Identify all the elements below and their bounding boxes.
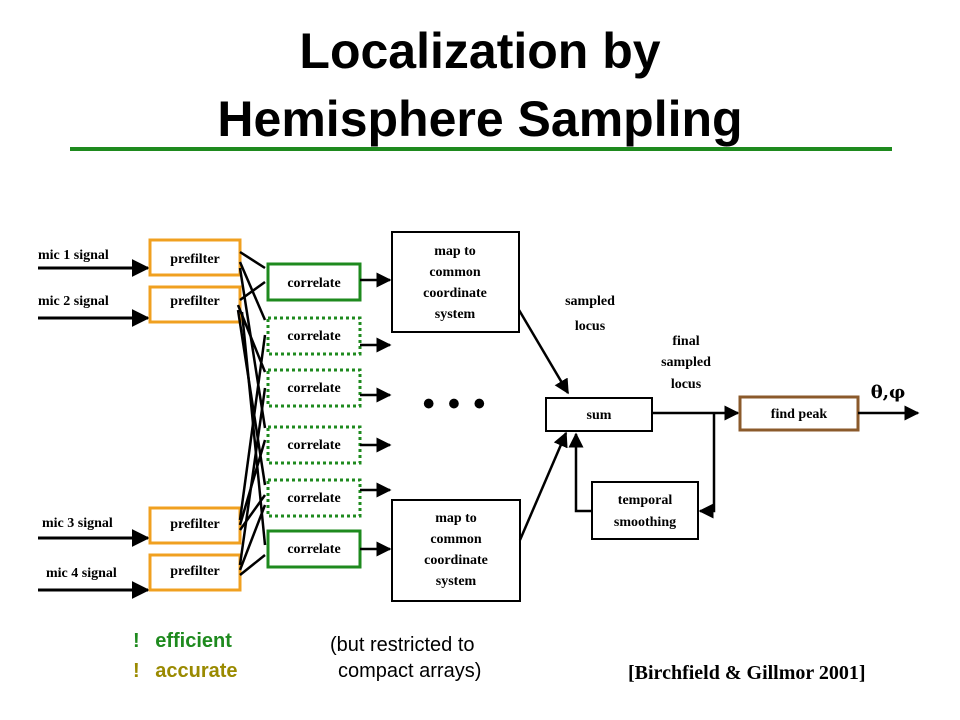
sum-label: sum: [587, 408, 612, 423]
correlate-label-5: correlate: [287, 491, 340, 506]
correlate-box-2: correlate: [266, 316, 362, 356]
final-locus-line-2: sampled: [661, 355, 711, 370]
temporal-smoothing-box: temporal smoothing: [591, 481, 699, 540]
title-rule: [70, 147, 892, 151]
correlate-output-arrows: [360, 272, 392, 557]
mic-3-label: mic 3 signal: [42, 516, 113, 531]
prefilter-label-4: prefilter: [170, 564, 220, 579]
map-box-top: map to common coordinate system: [391, 231, 520, 333]
map-top-line-2: common: [429, 265, 481, 280]
restriction-line-2: compact arrays): [338, 660, 482, 682]
prefilter-box-2: prefilter: [148, 285, 242, 324]
final-locus-line-3: locus: [671, 377, 702, 392]
bullet-mark-2: !: [133, 660, 140, 682]
map-top-line-4: system: [435, 307, 476, 322]
correlate-label-3: correlate: [287, 381, 340, 396]
temporal-smoothing-line-1: temporal: [618, 493, 673, 508]
mic-4-label: mic 4 signal: [46, 566, 117, 581]
citation: [Birchfield & Gillmor 2001]: [628, 662, 866, 684]
temporal-smoothing-line-2: smoothing: [614, 515, 676, 530]
correlate-label-2: correlate: [287, 329, 340, 344]
output-theta-phi-label: θ,φ: [871, 382, 906, 403]
map-box-bottom: map to common coordinate system: [391, 499, 521, 602]
correlate-box-4: correlate: [266, 425, 362, 465]
prefilter-box-1: prefilter: [148, 238, 242, 277]
ellipsis: • • •: [423, 385, 488, 423]
correlate-box-6: correlate: [266, 529, 362, 569]
title-line-1: Localization by: [299, 23, 661, 79]
find-peak-label: find peak: [771, 407, 828, 422]
correlate-box-3: correlate: [266, 368, 362, 408]
prefilter-box-3: prefilter: [148, 506, 242, 545]
prefilter-box-4: prefilter: [148, 553, 242, 592]
prefilter-label-2: prefilter: [170, 294, 220, 309]
title-line-2: Hemisphere Sampling: [217, 91, 743, 147]
bullet-accurate: ! accurate: [133, 660, 238, 683]
sampled-locus-line-2: locus: [575, 319, 606, 334]
feedback-to-smoothing-arrow: [698, 413, 716, 519]
map-top-line-1: map to: [434, 244, 476, 259]
mic-1-label: mic 1 signal: [38, 248, 109, 263]
map-top-line-3: coordinate: [423, 286, 487, 301]
prefilter-to-correlate-connections: [236, 250, 267, 576]
map-bottom-line-1: map to: [435, 511, 477, 526]
mic-2-label: mic 2 signal: [38, 294, 109, 309]
map-top-to-sum-arrow: [517, 309, 570, 395]
map-bottom-line-2: common: [430, 532, 482, 547]
correlate-label-4: correlate: [287, 438, 340, 453]
sum-box: sum: [545, 397, 653, 432]
prefilter-label-3: prefilter: [170, 517, 220, 532]
smoothing-to-sum-arrow: [568, 432, 592, 513]
sampled-locus-line-1: sampled: [565, 294, 615, 309]
map-bottom-line-4: system: [436, 574, 477, 589]
map-bottom-to-sum-arrow: [518, 431, 568, 541]
find-peak-box: find peak: [738, 395, 860, 432]
correlate-label-6: correlate: [287, 542, 340, 557]
accurate-label: accurate: [155, 660, 238, 682]
map-bottom-line-3: coordinate: [424, 553, 488, 568]
correlate-box-1: correlate: [266, 262, 362, 302]
correlate-box-5: correlate: [266, 478, 362, 518]
bullet-efficient: ! efficient: [133, 630, 232, 653]
correlate-label-1: correlate: [287, 276, 340, 291]
final-locus-line-1: final: [672, 334, 699, 349]
prefilter-label-1: prefilter: [170, 252, 220, 267]
bullet-mark-1: !: [133, 630, 140, 652]
efficient-label: efficient: [155, 630, 232, 652]
restriction-line-1: (but restricted to: [330, 634, 475, 656]
